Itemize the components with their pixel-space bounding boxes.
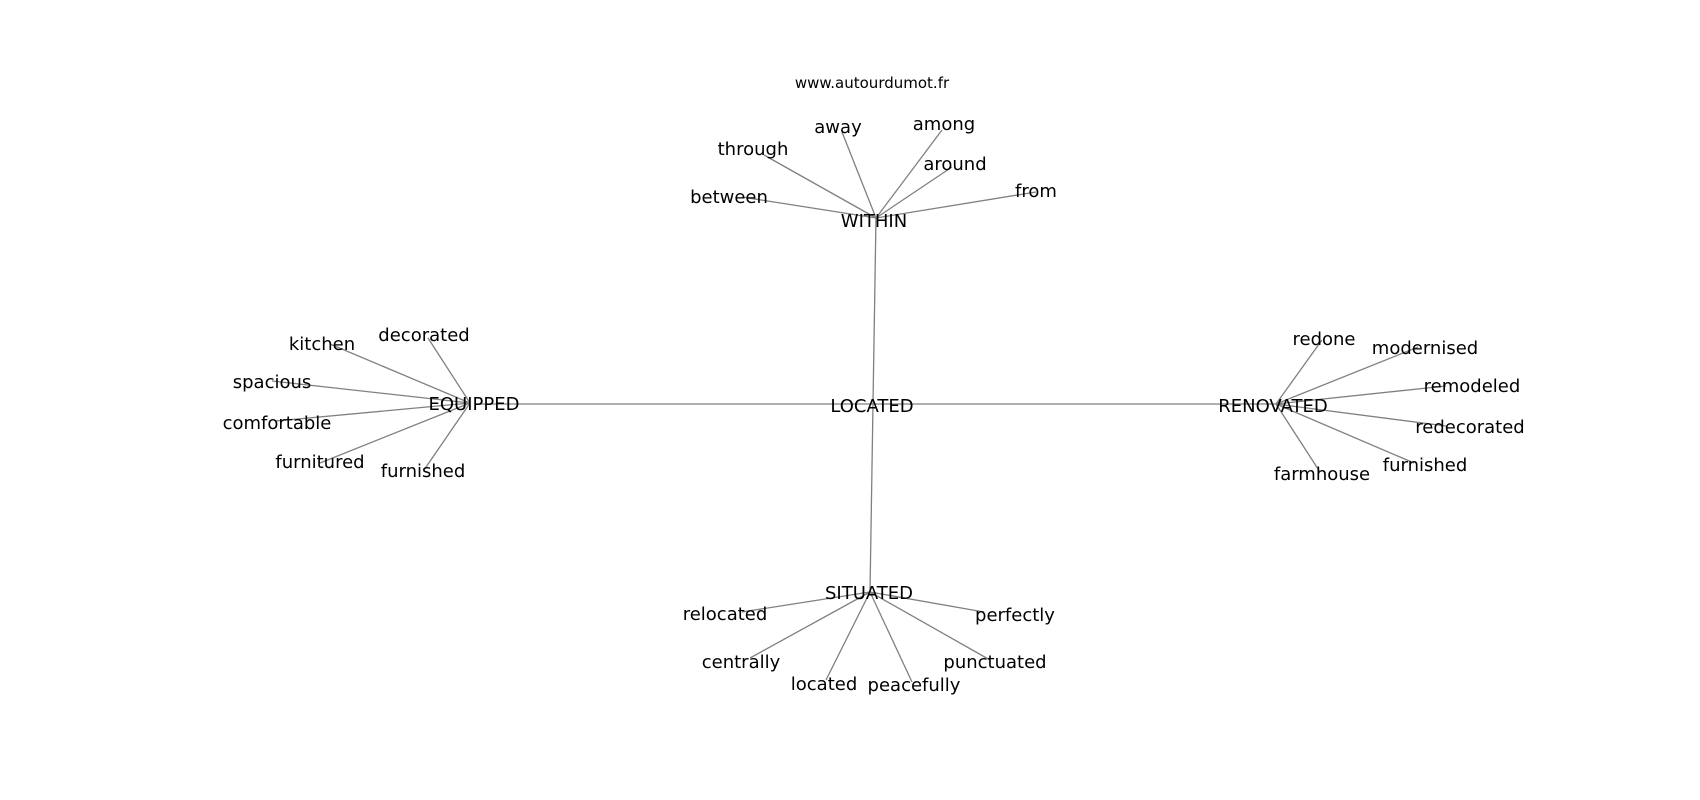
edge-renovated-farmhouse: [1275, 403, 1321, 473]
edge-situated-perfectly: [869, 591, 985, 613]
word-redone[interactable]: redone: [1293, 329, 1356, 350]
word-away[interactable]: away: [814, 117, 862, 138]
hub-renovated-label[interactable]: RENOVATED: [1218, 396, 1328, 417]
word-centrally[interactable]: centrally: [702, 652, 781, 673]
word-furnished-equipped[interactable]: furnished: [381, 461, 466, 482]
center-node-label[interactable]: LOCATED: [830, 396, 913, 417]
edge-situated-peacefully: [869, 591, 913, 683]
word-among[interactable]: among: [913, 114, 975, 135]
edge-situated-located: [825, 591, 871, 681]
edge-renovated-remodeled: [1275, 385, 1447, 405]
word-furnitured[interactable]: furnitured: [275, 452, 364, 473]
equipped-edges: [271, 337, 471, 471]
edge-situated-relocated: [741, 591, 871, 613]
word-decorated[interactable]: decorated: [378, 325, 469, 346]
edge-center-situated: [869, 403, 874, 593]
word-peacefully[interactable]: peacefully: [868, 675, 961, 696]
watermark-text: www.autourdumot.fr: [795, 74, 950, 92]
word-between[interactable]: between: [690, 187, 768, 208]
edge-within-among: [875, 129, 943, 219]
edge-within-through: [763, 154, 877, 219]
edge-equipped-comfortable: [275, 402, 471, 422]
edge-renovated-furnished: [1275, 403, 1415, 464]
word-kitchen[interactable]: kitchen: [289, 334, 355, 355]
edge-equipped-decorated: [427, 337, 471, 404]
edge-equipped-kitchen: [329, 343, 471, 404]
edge-equipped-furnitured: [319, 402, 471, 464]
word-farmhouse[interactable]: farmhouse: [1274, 464, 1370, 485]
edge-within-between: [741, 196, 877, 219]
edge-center-within: [872, 217, 877, 405]
word-relocated[interactable]: relocated: [683, 604, 768, 625]
word-comfortable[interactable]: comfortable: [223, 413, 332, 434]
edge-within-from: [875, 191, 1037, 219]
edge-within-away: [841, 131, 877, 219]
edge-equipped-furnished: [423, 402, 471, 471]
word-remodeled[interactable]: remodeled: [1424, 376, 1521, 397]
renovated-edges: [1275, 339, 1447, 473]
situated-edges: [741, 591, 991, 683]
edge-renovated-redone: [1275, 339, 1323, 405]
word-punctuated[interactable]: punctuated: [943, 652, 1046, 673]
edge-renovated-modernised: [1275, 346, 1419, 405]
word-redecorated[interactable]: redecorated: [1415, 417, 1524, 438]
word-perfectly[interactable]: perfectly: [975, 605, 1055, 626]
hub-edges: [476, 217, 1276, 593]
edge-equipped-spacious: [271, 380, 471, 404]
edge-situated-punctuated: [869, 591, 991, 661]
edge-renovated-redecorated: [1275, 403, 1447, 427]
word-modernised[interactable]: modernised: [1372, 338, 1478, 359]
hub-equipped-label[interactable]: EQUIPPED: [429, 394, 520, 415]
hub-situated-label[interactable]: SITUATED: [825, 583, 913, 604]
word-from[interactable]: from: [1015, 181, 1057, 202]
word-around[interactable]: around: [923, 154, 986, 175]
word-located[interactable]: located: [791, 674, 858, 695]
word-spacious[interactable]: spacious: [233, 372, 312, 393]
hub-within-label[interactable]: WITHIN: [841, 211, 907, 232]
within-edges: [741, 129, 1037, 219]
edge-within-around: [875, 166, 953, 219]
word-furnished-renovated[interactable]: furnished: [1383, 455, 1468, 476]
edge-situated-centrally: [749, 591, 871, 659]
word-through[interactable]: through: [718, 139, 789, 160]
